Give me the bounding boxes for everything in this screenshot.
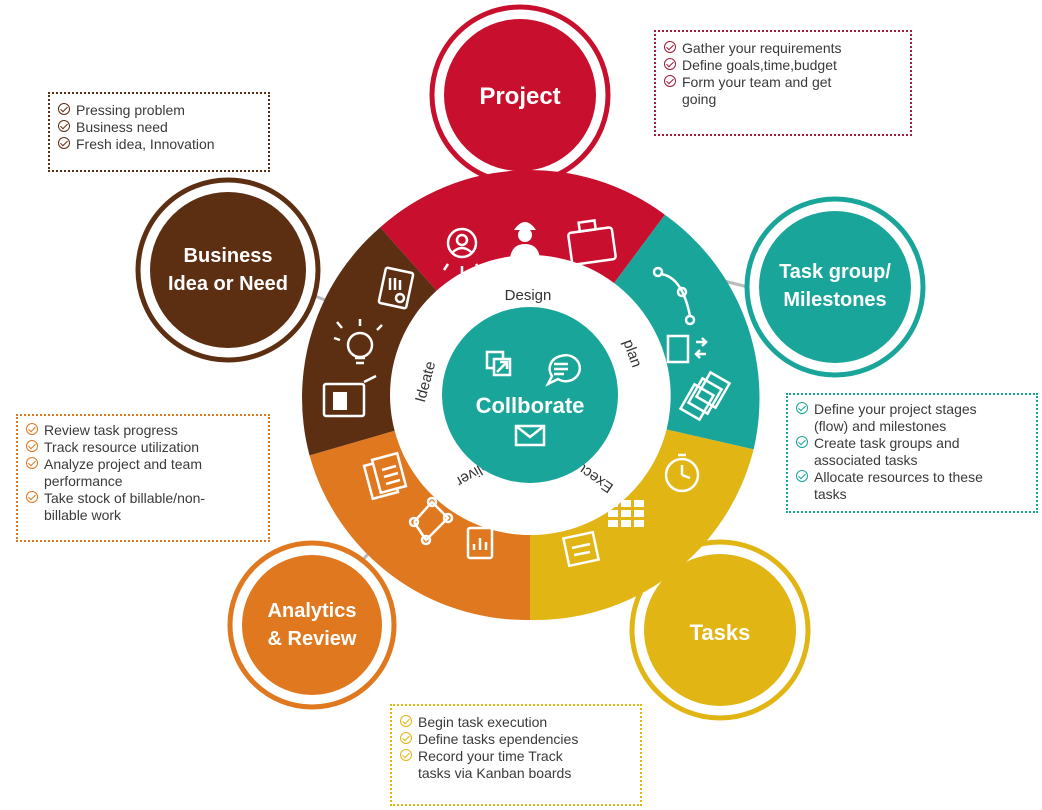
ring-segment-plan [613,214,760,450]
user-target-icon [442,227,482,273]
checklist-item-text: Create task groups and associated tasks [814,435,960,468]
checklist-item: Analyze project and team performance [26,456,260,490]
check-circle-icon [664,58,676,70]
checklist-item: Track resource utilization [26,439,260,456]
checklist-item: Gather your requirements [664,40,902,57]
lightbulb-icon [333,319,383,365]
checklist-item-text: Define tasks ependencies [418,731,579,747]
checklist-item-text: Fresh idea, Innovation [76,136,215,152]
checklist-item: Record your time Track tasks via Kanban … [400,748,632,782]
ring-segment-deliver [309,430,530,621]
check-circle-icon [796,436,808,448]
checklist-item: Form your team and get going [664,74,902,108]
grid-table-icon [608,500,644,527]
node-task-group-title-1: Task group/ [779,261,891,283]
check-circle-icon [664,41,676,53]
checklist-item: Fresh idea, Innovation [58,136,260,153]
mail-icon [514,424,546,447]
checklist-item-text: Gather your requirements [682,40,842,56]
checklist-item: Define your project stages (flow) and mi… [796,401,1028,435]
checklist-item-text: Review task progress [44,422,178,438]
check-circle-icon [58,103,70,115]
node-analytics-title-1: Analytics [268,600,357,622]
checklist-item: Begin task execution [400,714,632,731]
check-circle-icon [26,457,38,469]
checklist-item-text: Take stock of billable/non- billable wor… [44,490,206,523]
report-icon [362,451,408,501]
network-graph-icon [408,496,454,546]
check-circle-icon [26,440,38,452]
checklist-item-text: Record your time Track tasks via Kanban … [418,748,572,781]
check-circle-icon [400,749,412,761]
checklist-item: Pressing problem [58,102,260,119]
checklist-item: Review task progress [26,422,260,439]
node-tasks: Tasks [629,539,811,721]
stopwatch-icon [664,453,700,493]
checklist-item-text: Form your team and get going [682,74,832,107]
node-business: Business Idea or Need [135,177,321,363]
check-circle-icon [58,120,70,132]
node-tasks-title: Tasks [690,620,751,645]
id-card-icon [377,266,415,310]
check-circle-icon [26,423,38,435]
check-circle-icon [58,137,70,149]
center-title: Collborate [476,393,585,418]
stacked-cards-icon [678,370,732,422]
chat-icon [545,354,582,387]
briefcase-icon [567,218,617,266]
check-circle-icon [796,470,808,482]
checklist-item: Allocate resources to these tasks [796,469,1028,503]
check-circle-icon [26,491,38,503]
checklist-item-text: Track resource utilization [44,439,200,455]
engineer-icon [510,222,540,258]
node-task-group: Task group/ Milestones [744,196,926,378]
share-icon [485,350,512,377]
checklist-item-text: Define your project stages (flow) and mi… [814,401,977,434]
node-task-group-title-2: Milestones [783,289,886,311]
node-business-title-1: Business [184,245,273,267]
node-project: Project [429,4,611,186]
checklist-item-text: Business need [76,119,168,135]
check-circle-icon [796,402,808,414]
node-analytics-title-2: & Review [268,628,357,650]
clipboard-chart-icon [466,526,494,560]
task-group-checklist: Define your project stages (flow) and mi… [786,393,1038,513]
node-analytics: Analytics & Review [227,540,397,710]
tablet-icon [322,374,377,418]
node-project-title: Project [479,83,560,110]
checklist-item: Create task groups and associated tasks [796,435,1028,469]
check-circle-icon [400,715,412,727]
bezier-path-icon [652,266,696,326]
check-circle-icon [400,732,412,744]
check-circle-icon [664,75,676,87]
checklist-item: Business need [58,119,260,136]
center-hub: Collborate [442,307,618,483]
stage-label-design: Design [505,287,552,304]
swap-doc-icon [666,334,708,364]
checklist-item: Define goals,time,budget [664,57,902,74]
sticky-notes-icon [561,530,601,568]
checklist-item-text: Begin task execution [418,714,548,730]
checklist-item-text: Pressing problem [76,102,185,118]
checklist-item-text: Define goals,time,budget [682,57,837,73]
checklist-item: Define tasks ependencies [400,731,632,748]
checklist-item: Take stock of billable/non- billable wor… [26,490,260,524]
node-business-title-2: Idea or Need [168,273,288,295]
checklist-item-text: Allocate resources to these tasks [814,469,983,502]
checklist-item-text: Analyze project and team performance [44,456,202,489]
